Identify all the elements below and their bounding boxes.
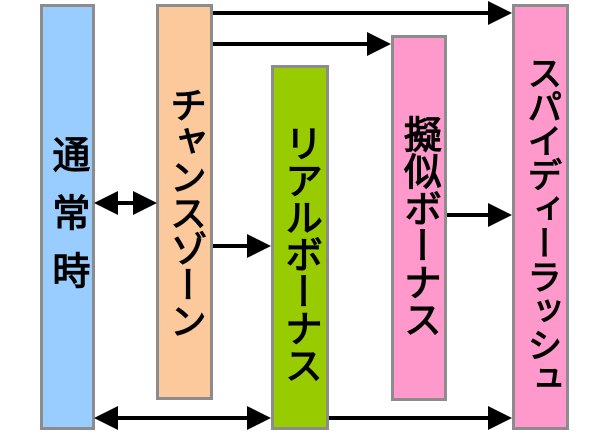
chance-zone-box: チャンスゾーン [156, 4, 213, 400]
spidey-rush-label: スパイディーラッシュ [521, 54, 562, 395]
normal-label: 通常時 [45, 135, 90, 309]
chance-zone-label: チャンスゾーン [163, 86, 207, 338]
normal-box: 通常時 [40, 4, 95, 430]
real-bonus-box: リアルボーナス [271, 65, 329, 430]
spidey-rush-box: スパイディーラッシュ [512, 4, 569, 430]
pseudo-bonus-box: 擬似ボーナス [391, 35, 447, 401]
real-bonus-label: リアルボーナス [278, 123, 323, 383]
pseudo-bonus-label: 擬似ボーナス [397, 115, 442, 337]
